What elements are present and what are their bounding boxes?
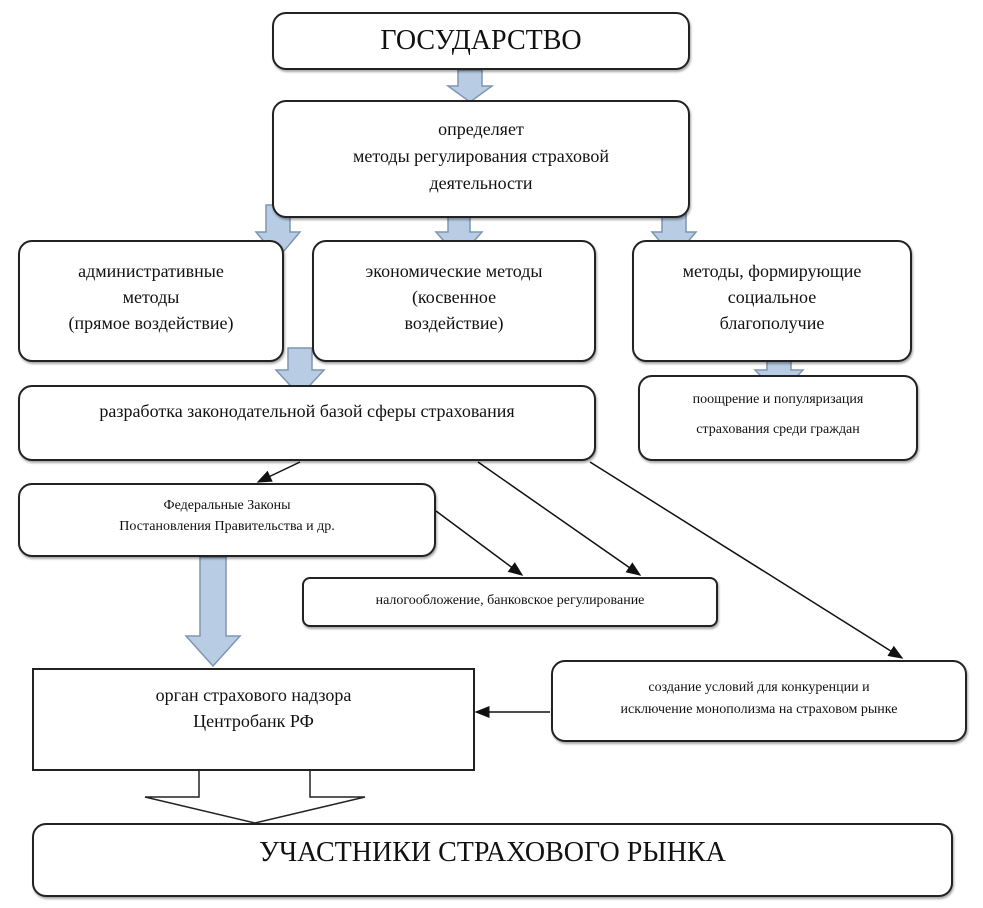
arrow-legislation-competition: [589, 461, 904, 659]
administrative-line-1: административные: [78, 261, 224, 281]
social-line-1: методы, формирующие: [682, 261, 862, 281]
social-methods-box: методы, формирующие социальное благополу…: [632, 240, 912, 362]
supervisor-line-1: орган страхового надзора: [155, 685, 352, 705]
participants-label: УЧАСТНИКИ СТРАХОВОГО РЫНКА: [259, 837, 726, 868]
taxation-box: налогообложение, банковское регулировани…: [302, 577, 718, 627]
social-line-3: благополучие: [719, 313, 825, 333]
social-line-2: социальное: [727, 287, 817, 307]
economic-line-1: экономические методы: [365, 261, 543, 281]
laws-line-1: Федеральные Законы: [163, 498, 291, 513]
economic-methods-box: экономические методы (косвенное воздейст…: [312, 240, 596, 362]
economic-line-3: воздействие): [404, 313, 504, 333]
legislation-box: разработка законодательной базой сферы с…: [18, 385, 596, 461]
economic-line-2: (косвенное: [411, 287, 497, 307]
supervisor-box: орган страхового надзора Центробанк РФ: [32, 668, 475, 771]
block-arrow-state-defines: [445, 69, 495, 103]
administrative-line-3: (прямое воздействие): [68, 313, 234, 333]
defines-line-3: деятельности: [429, 173, 533, 193]
promotion-box: поощрение и популяризация страхования ср…: [638, 375, 918, 461]
legislation-label: разработка законодательной базой сферы с…: [99, 401, 515, 421]
promotion-line-1: поощрение и популяризация: [692, 392, 864, 407]
state-label: ГОСУДАРСТВО: [380, 25, 582, 56]
competition-line-1: создание условий для конкуренции и: [648, 680, 870, 695]
administrative-line-2: методы: [122, 287, 180, 307]
defines-line-2: методы регулирования страховой: [352, 146, 610, 166]
supervisor-line-2: Центробанк РФ: [193, 711, 314, 731]
competition-box: создание условий для конкуренции и исклю…: [551, 660, 967, 742]
participants-box: УЧАСТНИКИ СТРАХОВОГО РЫНКА: [32, 823, 953, 897]
taxation-label: налогообложение, банковское регулировани…: [375, 593, 645, 608]
promotion-line-2: страхования среди граждан: [696, 422, 860, 437]
competition-line-2: исключение монополизма на страховом рынк…: [620, 702, 898, 717]
block-arrow-supervisor-participants: [144, 771, 366, 824]
arrow-legislation-taxation: [477, 461, 642, 576]
laws-line-2: Постановления Правительства и др.: [119, 519, 335, 534]
administrative-methods-box: административные методы (прямое воздейст…: [18, 240, 284, 362]
state-box: ГОСУДАРСТВО: [272, 12, 690, 70]
defines-line-1: определяет: [438, 119, 524, 139]
laws-box: Федеральные Законы Постановления Правите…: [18, 483, 436, 557]
arrow-laws-taxation: [435, 510, 524, 576]
block-arrow-to-supervisor: [184, 556, 242, 668]
arrow-legislation-laws: [256, 461, 301, 483]
defines-box: определяет методы регулирования страхово…: [272, 100, 690, 218]
